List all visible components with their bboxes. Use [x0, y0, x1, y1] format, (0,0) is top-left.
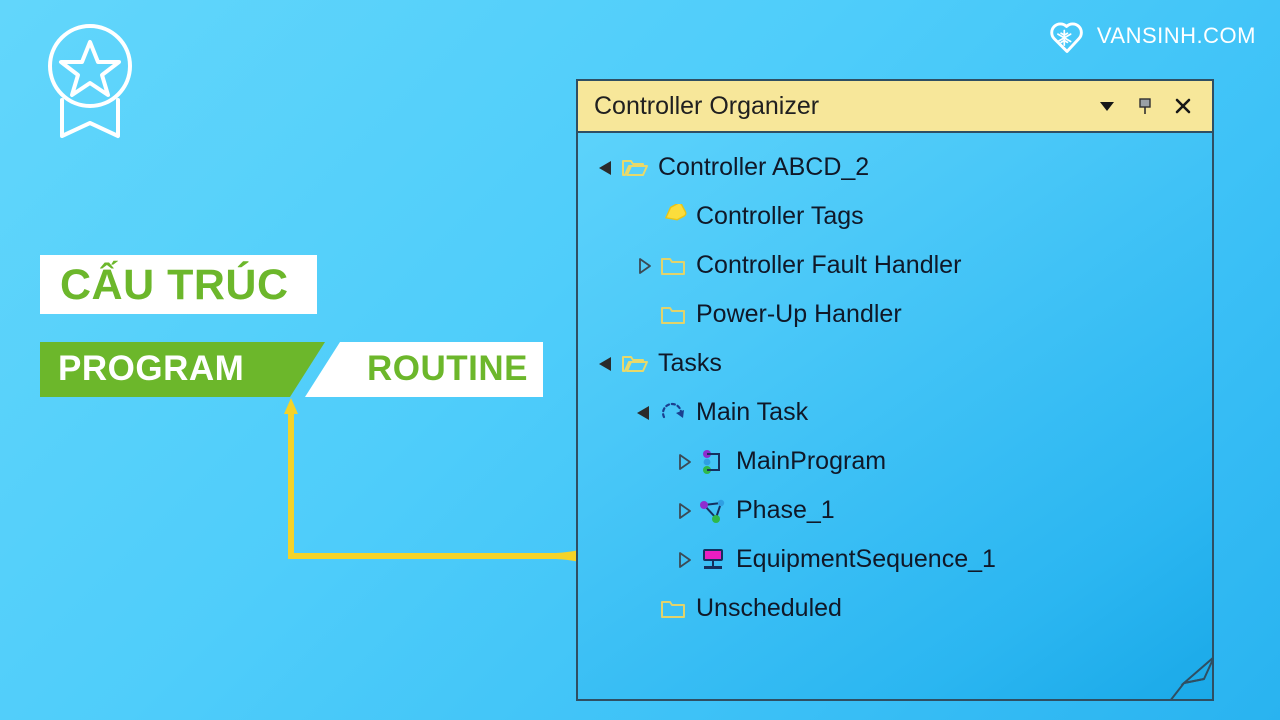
title-white-shape — [305, 342, 543, 397]
folder-icon — [661, 257, 685, 275]
heart-snowflake-icon — [1050, 22, 1083, 53]
title-green-shape — [40, 342, 325, 397]
tree-item-icon — [620, 351, 650, 377]
twisty-collapsed-icon[interactable] — [670, 546, 698, 574]
tree-item-icon — [658, 400, 688, 426]
twisty-collapsed-icon[interactable] — [670, 497, 698, 525]
controller-organizer-panel[interactable]: Controller Organizer — [576, 79, 1214, 701]
title-line-1-text: CẤU TRÚC — [60, 261, 289, 309]
title-routine-label: ROUTINE — [367, 349, 528, 388]
equipment-sequence-icon — [703, 548, 723, 569]
brand-name: VANSINH.COM — [1096, 23, 1256, 48]
tree-item-label: Phase_1 — [736, 496, 835, 524]
tree-item-icon — [658, 203, 688, 230]
tree-row[interactable]: Main Task — [578, 388, 1212, 437]
tree-item-label: Unscheduled — [696, 594, 842, 622]
tree-item-icon — [658, 596, 688, 622]
dropdown-button[interactable] — [1096, 95, 1118, 117]
panel-header: Controller Organizer — [578, 81, 1212, 133]
pin-icon — [1139, 98, 1151, 114]
chevron-down-icon — [1100, 102, 1114, 111]
tree-item-label: Controller Tags — [696, 202, 864, 230]
tree-item-icon — [698, 498, 728, 524]
tree-item-label: Main Task — [696, 398, 809, 426]
title-line-1: CẤU TRÚC — [40, 255, 317, 314]
tree-item-label: Controller ABCD_2 — [658, 153, 870, 181]
tree-row[interactable]: Phase_1 — [578, 486, 1212, 535]
tag-icon — [664, 203, 687, 220]
open-folder-icon — [622, 355, 648, 372]
twisty-placeholder — [630, 203, 658, 231]
tree-row[interactable]: MainProgram — [578, 437, 1212, 486]
tree-row[interactable]: EquipmentSequence_1 — [578, 535, 1212, 584]
pin-button[interactable] — [1134, 95, 1156, 117]
folder-icon — [661, 306, 685, 324]
twisty-collapsed-icon[interactable] — [670, 448, 698, 476]
close-button[interactable] — [1172, 95, 1194, 117]
tree-item-label: EquipmentSequence_1 — [736, 545, 996, 573]
panel-fold-corner — [1170, 657, 1214, 701]
tree-row[interactable]: Power-Up Handler — [578, 290, 1212, 339]
tree-item-label: MainProgram — [736, 447, 887, 475]
title-line-2: PROGRAM ROUTINE — [40, 342, 543, 397]
twisty-placeholder — [630, 301, 658, 329]
brand-logo: VANSINH.COM — [1047, 16, 1256, 56]
tree-item-icon — [698, 547, 728, 573]
tree-item-label: Controller Fault Handler — [696, 251, 962, 279]
title-block: CẤU TRÚC PROGRAM ROUTINE — [40, 255, 545, 400]
twisty-placeholder — [630, 595, 658, 623]
award-badge-icon — [48, 24, 132, 138]
title-program-label: PROGRAM — [58, 349, 245, 388]
phase-icon — [700, 499, 725, 523]
tree-row[interactable]: Controller Tags — [578, 192, 1212, 241]
tree-item-icon — [658, 302, 688, 328]
open-folder-icon — [622, 159, 648, 176]
tree-row[interactable]: Controller Fault Handler — [578, 241, 1212, 290]
tree-row[interactable]: Unscheduled — [578, 584, 1212, 633]
tree-item-label: Tasks — [658, 349, 722, 377]
twisty-expanded-icon[interactable] — [630, 399, 658, 427]
twisty-collapsed-icon[interactable] — [630, 252, 658, 280]
periodic-task-icon — [661, 402, 684, 418]
close-icon — [1175, 98, 1191, 114]
panel-title: Controller Organizer — [594, 91, 820, 120]
program-icon — [703, 449, 720, 474]
tree-item-label: Power-Up Handler — [696, 300, 902, 328]
twisty-expanded-icon[interactable] — [592, 350, 620, 378]
tree-item-icon — [620, 155, 650, 181]
tree-row[interactable]: Controller ABCD_2 — [578, 143, 1212, 192]
twisty-expanded-icon[interactable] — [592, 154, 620, 182]
tree-item-icon — [698, 449, 728, 475]
panel-header-buttons — [1096, 95, 1198, 117]
folder-icon — [661, 600, 685, 618]
tree-item-icon — [658, 253, 688, 279]
tree-row[interactable]: Tasks — [578, 339, 1212, 388]
